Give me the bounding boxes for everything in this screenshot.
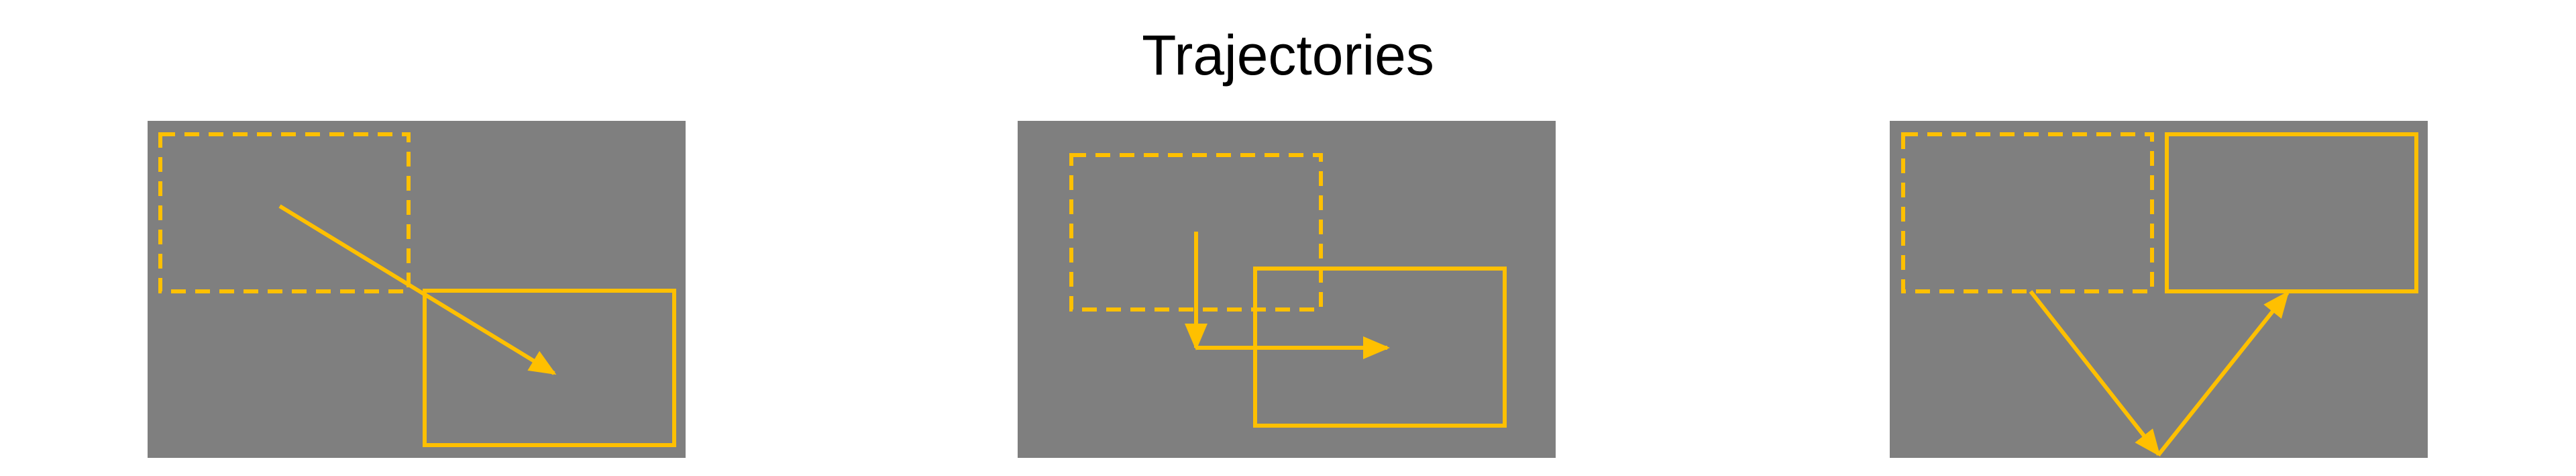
down-right-arrow bbox=[2029, 290, 2161, 457]
up-right-arrow bbox=[2157, 290, 2290, 456]
panel-l-shaped-trajectory bbox=[1018, 121, 1556, 458]
panel-diagonal-trajectory bbox=[148, 121, 686, 458]
start-box-dashed bbox=[1069, 153, 1323, 312]
end-box-solid bbox=[2165, 132, 2418, 293]
end-box-solid bbox=[423, 289, 676, 447]
panel-background bbox=[1018, 121, 1556, 458]
figure-title: Trajectories bbox=[1142, 23, 1434, 87]
diagonal-arrow bbox=[278, 204, 557, 375]
panel-v-shaped-trajectory bbox=[1890, 121, 2428, 458]
start-box-dashed bbox=[1901, 132, 2154, 293]
start-box-dashed bbox=[158, 132, 411, 293]
